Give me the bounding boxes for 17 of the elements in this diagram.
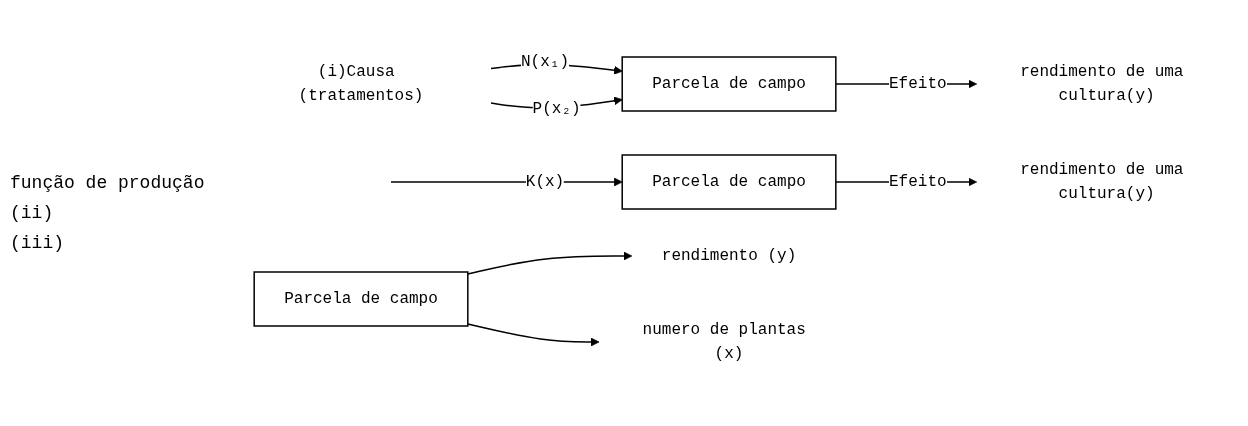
node-text: rendimento de uma cultura(y) — [1020, 63, 1184, 105]
node-box: Parcela de campo — [621, 154, 837, 210]
note-label: (iii) — [10, 233, 65, 253]
edge-label: N(x₁) — [521, 53, 570, 71]
note-label: (ii) — [10, 203, 55, 223]
edge-label: P(x₂) — [532, 100, 581, 119]
node-box: Parcela de campo — [253, 271, 469, 327]
edge-label: Efeito — [889, 75, 947, 93]
note-label: função de produção — [10, 173, 206, 193]
edge-label: Efeito — [889, 173, 947, 191]
node-text: numero de plantas (x) — [642, 321, 807, 363]
arrow — [467, 323, 600, 347]
node-box: Parcela de campo — [621, 56, 837, 112]
node-text: rendimento (y) — [661, 247, 797, 265]
node-text: rendimento de uma cultura(y) — [1020, 161, 1184, 203]
edge-label: K(x) — [525, 173, 565, 191]
node-text: (i)Causa (tratamentos) — [298, 63, 424, 105]
